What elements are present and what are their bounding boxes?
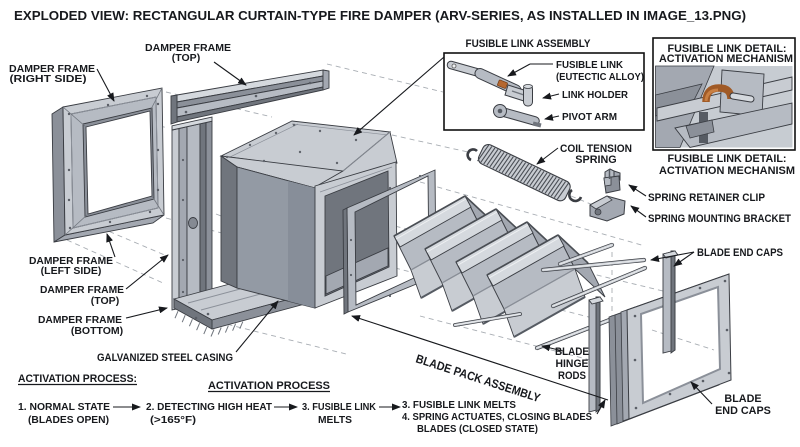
svg-text:HINGE: HINGE	[556, 358, 589, 370]
svg-text:FUSIBLE LINK ASSEMBLY: FUSIBLE LINK ASSEMBLY	[466, 38, 592, 50]
svg-text:ACTIVATION MECHANISM: ACTIVATION MECHANISM	[659, 53, 793, 65]
svg-text:MELTS: MELTS	[318, 414, 352, 426]
svg-text:BLADES (CLOSED STATE): BLADES (CLOSED STATE)	[417, 423, 538, 435]
svg-text:(RIGHT SIDE): (RIGHT SIDE)	[10, 73, 87, 85]
svg-text:LINK HOLDER: LINK HOLDER	[562, 89, 628, 101]
svg-text:DAMPER FRAME: DAMPER FRAME	[29, 255, 113, 267]
svg-text:SPRING RETAINER CLIP: SPRING RETAINER CLIP	[648, 192, 765, 204]
svg-text:PIVOT ARM: PIVOT ARM	[562, 111, 617, 123]
svg-text:3. FUSIBLE LINK: 3. FUSIBLE LINK	[302, 401, 376, 413]
svg-text:FUSIBLE LINK DETAIL:: FUSIBLE LINK DETAIL:	[668, 43, 787, 55]
svg-text:COIL TENSION: COIL TENSION	[560, 143, 632, 155]
svg-text:GALVANIZED STEEL CASING: GALVANIZED STEEL CASING	[97, 352, 233, 364]
svg-text:SPRING MOUNTING BRACKET: SPRING MOUNTING BRACKET	[648, 213, 791, 225]
svg-text:(TOP): (TOP)	[91, 295, 119, 307]
svg-text:BLADE END CAPS: BLADE END CAPS	[697, 247, 783, 259]
svg-text:ACTIVATION PROCESS: ACTIVATION PROCESS	[208, 380, 330, 392]
svg-text:DAMPER FRAME: DAMPER FRAME	[40, 284, 124, 296]
svg-text:2. DETECTING HIGH HEAT: 2. DETECTING HIGH HEAT	[146, 401, 273, 413]
svg-text:SPRING: SPRING	[575, 154, 616, 166]
svg-text:(LEFT SIDE): (LEFT SIDE)	[41, 265, 102, 277]
svg-text:FUSIBLE LINK: FUSIBLE LINK	[556, 59, 623, 71]
svg-text:(>165°F): (>165°F)	[150, 414, 196, 426]
svg-text:(EUTECTIC ALLOY): (EUTECTIC ALLOY)	[556, 71, 644, 83]
svg-text:BLADE: BLADE	[555, 346, 589, 358]
svg-text:DAMPER FRAME: DAMPER FRAME	[9, 63, 95, 75]
svg-text:(BLADES OPEN): (BLADES OPEN)	[28, 414, 109, 426]
svg-text:RODS: RODS	[558, 370, 586, 382]
svg-text:(TOP): (TOP)	[172, 52, 200, 64]
svg-text:DAMPER FRAME: DAMPER FRAME	[145, 42, 231, 54]
svg-text:END CAPS: END CAPS	[715, 405, 771, 417]
svg-text:(BOTTOM): (BOTTOM)	[71, 325, 123, 337]
svg-text:DAMPER FRAME: DAMPER FRAME	[38, 314, 122, 326]
svg-text:4. SPRING ACTUATES, CLOSING BL: 4. SPRING ACTUATES, CLOSING BLADES	[402, 411, 592, 423]
svg-text:ACTIVATION MECHANISM: ACTIVATION MECHANISM	[659, 165, 795, 177]
svg-text:EXPLODED VIEW: RECTANGULAR CUR: EXPLODED VIEW: RECTANGULAR CURTAIN-TYPE …	[14, 8, 746, 23]
svg-text:1. NORMAL STATE: 1. NORMAL STATE	[18, 401, 110, 413]
svg-text:FUSIBLE LINK DETAIL:: FUSIBLE LINK DETAIL:	[668, 153, 787, 165]
svg-text:ACTIVATION PROCESS:: ACTIVATION PROCESS:	[18, 373, 137, 385]
svg-text:3. FUSIBLE LINK MELTS: 3. FUSIBLE LINK MELTS	[402, 399, 516, 411]
svg-text:BLADE: BLADE	[724, 393, 761, 405]
